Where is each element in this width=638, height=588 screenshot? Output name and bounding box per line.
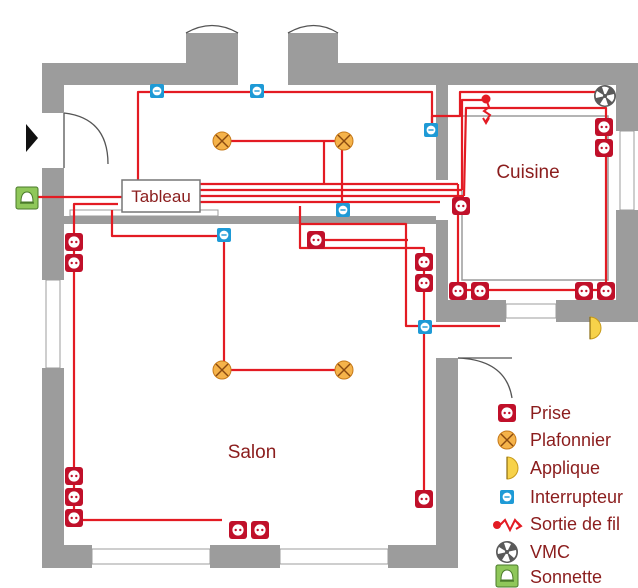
legend-label: VMC: [530, 542, 570, 562]
legend-wire-outlet-icon: [493, 518, 523, 533]
tableau-panel: Tableau: [121, 179, 201, 213]
outlet-icon: [251, 521, 269, 539]
outlet-icon: [575, 282, 593, 300]
ceiling-light-icon: [334, 360, 354, 380]
legend-vmc-fan-icon: [496, 541, 518, 563]
doorbell-icon: [15, 186, 39, 210]
switch-icon: [249, 83, 265, 99]
ceiling-light-icon: [212, 360, 232, 380]
outlet-icon: [595, 139, 613, 157]
legend-outlet-icon: [498, 404, 516, 422]
legend-label: Applique: [530, 458, 600, 478]
legend-label: Sonnette: [530, 567, 602, 587]
doors: [26, 24, 513, 399]
vmc-fan-icon: [594, 85, 616, 107]
outlet-icon: [65, 254, 83, 272]
outlet-icon: [595, 118, 613, 136]
walls: [42, 33, 638, 568]
legend-switch-icon: [499, 489, 515, 505]
outlet-icon: [65, 233, 83, 251]
outlet-icon: [471, 282, 489, 300]
outlet-icon: [65, 509, 83, 527]
switch-icon: [216, 227, 232, 243]
outlet-icon: [449, 282, 467, 300]
switch-icon: [335, 202, 351, 218]
legend-ceiling-light-icon: [497, 430, 517, 450]
wiring: [34, 90, 608, 522]
legend-label: Prise: [530, 403, 571, 423]
room-label-living: Salon: [228, 442, 277, 463]
switch-icon: [423, 122, 439, 138]
outlet-icon: [452, 197, 470, 215]
outlet-icon: [415, 490, 433, 508]
room-label-kitchen: Cuisine: [496, 162, 559, 183]
outlet-icon: [415, 274, 433, 292]
legend-doorbell-icon: [495, 564, 519, 588]
ceiling-light-icon: [334, 131, 354, 151]
legend: Prise Plafonnier Applique Interrupteur S…: [493, 403, 623, 588]
tableau-label: Tableau: [131, 187, 191, 206]
outlet-icon: [65, 467, 83, 485]
legend-label: Sortie de fil: [530, 514, 620, 534]
legend-label: Interrupteur: [530, 487, 623, 507]
switch-icon: [417, 319, 433, 335]
outlet-icon: [65, 488, 83, 506]
outlet-icon: [597, 282, 615, 300]
legend-label: Plafonnier: [530, 430, 611, 450]
outlet-icon: [415, 253, 433, 271]
legend-wall-light-icon: [506, 456, 519, 480]
switch-icon: [149, 83, 165, 99]
outlet-icon: [307, 231, 325, 249]
ceiling-light-icon: [212, 131, 232, 151]
outlet-icon: [229, 521, 247, 539]
entrance-arrow-icon: [26, 124, 38, 152]
